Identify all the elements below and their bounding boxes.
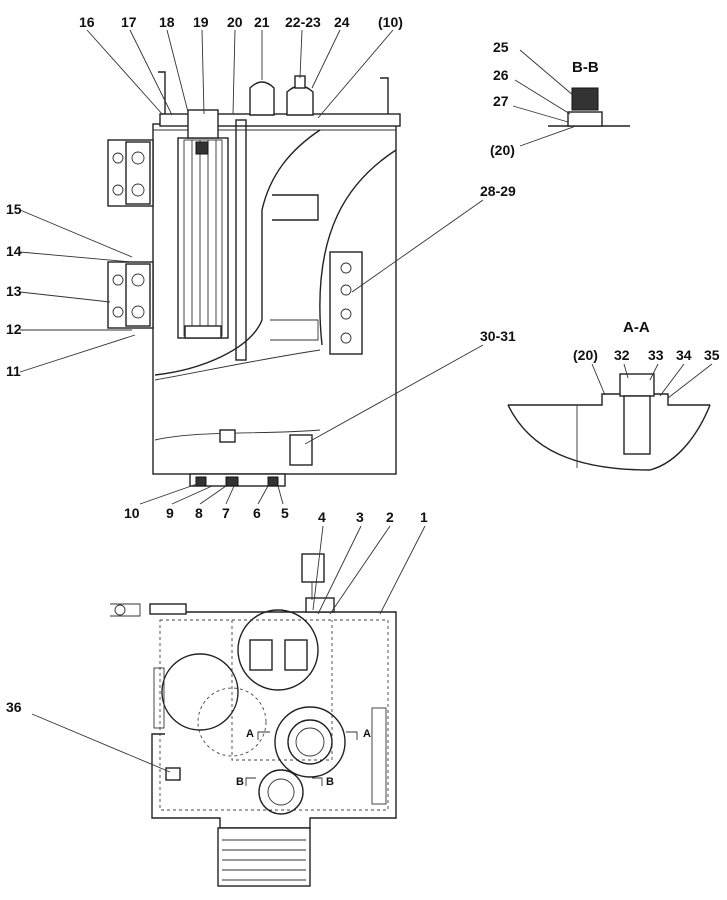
label-15: 15 [6,201,22,217]
lower-mount-bracket [107,261,154,329]
label-35: 35 [704,347,720,363]
label-6: 6 [253,505,261,521]
label-27: 27 [493,93,509,109]
part-labels: 16 17 18 19 20 21 22-23 24 (10) 15 14 13… [6,14,720,715]
section-mark-a-left: A [246,728,254,740]
label-25: 25 [493,39,509,55]
label-13: 13 [6,283,22,299]
label-20: 20 [227,14,243,30]
leader-lines [19,29,713,773]
label-10: 10 [124,505,140,521]
front-view [107,71,401,487]
label-9: 9 [166,505,174,521]
label-18: 18 [159,14,175,30]
label-12: 12 [6,321,22,337]
label-33: 33 [648,347,664,363]
section-title-aa: A-A [623,319,650,336]
label-21: 21 [254,14,270,30]
aa-cap [619,373,655,397]
label-5: 5 [281,505,289,521]
upper-mount-bracket [107,139,154,207]
label-30-31: 30-31 [480,328,516,344]
label-17: 17 [121,14,137,30]
top-view-outline [151,611,397,829]
section-title-bb: B-B [572,59,599,76]
cutaway-curve [319,149,397,346]
breather-21 [249,81,275,116]
label-32: 32 [614,347,630,363]
label-8: 8 [195,505,203,521]
top-flange [159,113,401,127]
label-1: 1 [420,509,428,525]
filter-element [177,137,229,339]
label-2: 2 [386,509,394,525]
label-24: 24 [334,14,350,30]
level-gauge [217,827,311,887]
label-20-ref-b: (20) [490,142,515,158]
section-mark-b-right: B [326,776,334,788]
round-cover [161,653,239,731]
sensor-4 [301,553,325,583]
section-marks: A A B B [236,728,371,788]
label-11: 11 [6,363,21,379]
right-bolt-plate [329,251,363,355]
section-aa [507,373,711,471]
label-20-ref-a: (20) [573,347,598,363]
label-36: 36 [6,699,22,715]
label-7: 7 [222,505,230,521]
label-10-ref: (10) [378,14,403,30]
label-3: 3 [356,509,364,525]
section-bb [548,87,630,127]
label-14: 14 [6,243,22,259]
section-mark-a-right: A [363,728,371,740]
drain-fitting [165,767,181,781]
label-34: 34 [676,347,692,363]
label-26: 26 [493,67,509,83]
label-4: 4 [318,509,326,525]
breather-22 [286,85,314,116]
filter-cover [187,109,219,139]
bb-cap [571,87,599,111]
label-22-23: 22-23 [285,14,321,30]
label-19: 19 [193,14,209,30]
section-mark-b-left: B [236,776,244,788]
label-28-29: 28-29 [480,183,516,199]
label-16: 16 [79,14,95,30]
top-view [110,553,397,887]
